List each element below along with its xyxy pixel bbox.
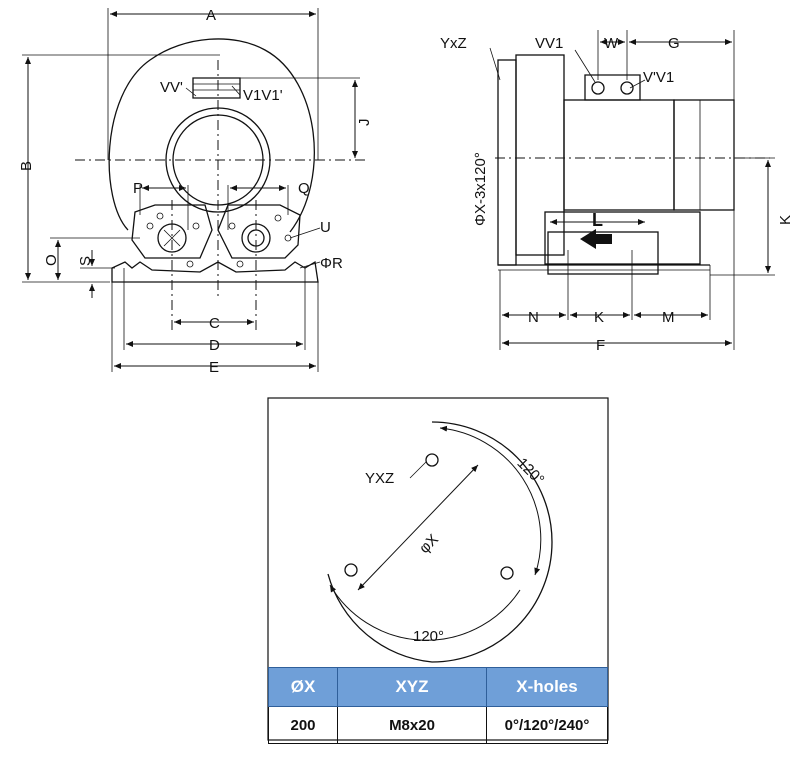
label-phi-X: ΦX-3x120°	[472, 152, 489, 226]
bolt-hole-top	[425, 453, 439, 467]
label-phi-R: ΦR	[320, 255, 343, 272]
label-L: L	[592, 210, 603, 230]
label-E: E	[209, 359, 219, 376]
label-F: F	[596, 337, 605, 354]
label-V-V1: V'V1	[643, 69, 674, 86]
label-VV: VV'	[160, 79, 183, 96]
table-row: 200 M8x20 0°/120°/240°	[268, 706, 608, 744]
header-phi-x: ØX	[268, 667, 338, 707]
side-housing	[497, 54, 735, 275]
header-x-holes: X-holes	[486, 667, 608, 707]
label-P: P	[133, 180, 143, 197]
label-G: G	[668, 35, 680, 52]
label-phi-X-detail: φX	[416, 531, 442, 557]
label-S: S	[77, 256, 94, 266]
label-M: M	[662, 309, 675, 326]
label-N: N	[528, 309, 539, 326]
label-K-right: K	[777, 215, 794, 225]
label-U: U	[320, 219, 331, 236]
cell-xyz: M8x20	[337, 706, 487, 744]
label-A: A	[206, 7, 216, 24]
label-VV1: VV1	[535, 35, 563, 52]
label-YxZ: YxZ	[440, 35, 467, 52]
spec-table-header-row: ØX XYZ X-holes	[268, 667, 608, 707]
label-O: O	[43, 254, 60, 266]
label-K-bottom: K	[594, 309, 604, 326]
label-C: C	[209, 315, 220, 332]
label-angle-bottom: 120°	[413, 628, 444, 645]
label-YXZ: YXZ	[365, 470, 394, 487]
header-xyz: XYZ	[337, 667, 487, 707]
cell-phi-x: 200	[268, 706, 338, 744]
label-D: D	[209, 337, 220, 354]
spec-table: ØX XYZ X-holes 200 M8x20 0°/120°/240°	[268, 667, 608, 744]
label-W: W	[604, 35, 619, 52]
cell-x-holes: 0°/120°/240°	[486, 706, 608, 744]
bolt-hole-left	[344, 563, 358, 577]
label-J: J	[356, 119, 373, 127]
label-Q: Q	[298, 180, 310, 197]
bolt-hole-right	[500, 566, 514, 580]
label-V1V1: V1V1'	[243, 87, 283, 104]
label-B: B	[18, 161, 35, 171]
